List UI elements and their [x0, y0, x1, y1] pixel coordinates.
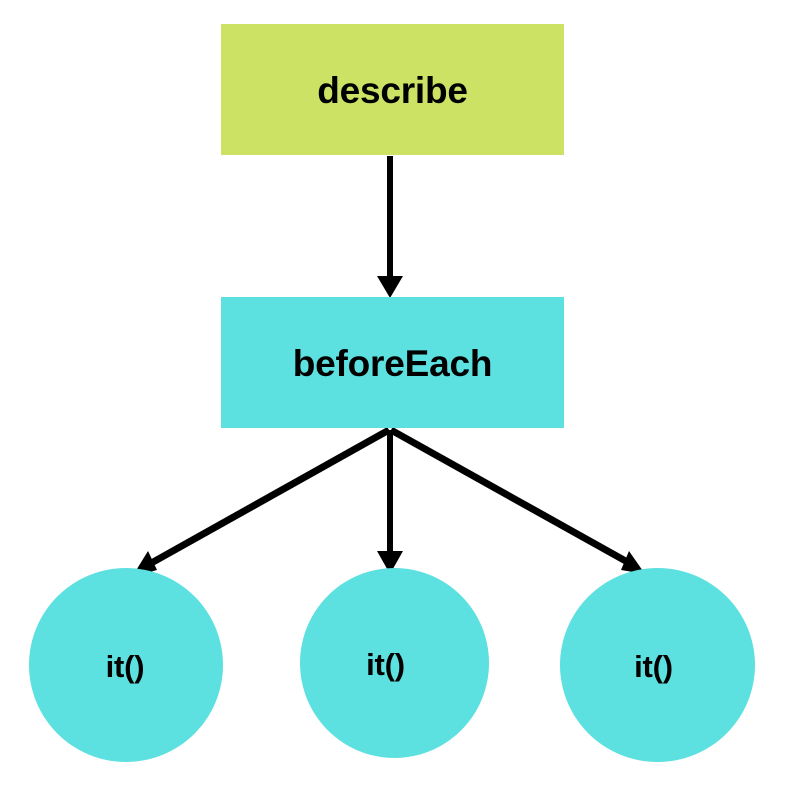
node-beforeeach[interactable]: beforeEach: [221, 297, 564, 428]
edge-beforeeach-to-it-2: [377, 430, 403, 574]
node-it-3-label: it(): [634, 648, 673, 684]
node-it-1-label: it(): [105, 648, 145, 684]
node-beforeeach-label: beforeEach: [292, 343, 493, 384]
edge-describe-to-beforeeach: [377, 156, 403, 298]
node-it-3[interactable]: it(): [560, 568, 755, 762]
node-it-2[interactable]: it(): [300, 568, 489, 758]
edge-beforeeach-to-it-3: [389, 426, 645, 574]
edge-beforeeach-to-it-1: [132, 426, 391, 577]
node-it-1[interactable]: it(): [29, 568, 223, 762]
node-it-2-label: it(): [366, 646, 405, 682]
node-describe[interactable]: describe: [221, 24, 564, 155]
node-describe-label: describe: [317, 70, 468, 111]
